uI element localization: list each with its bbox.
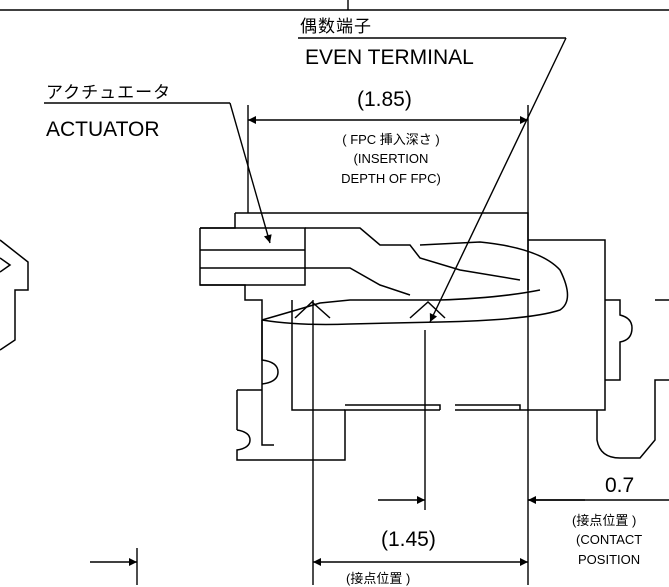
left-partial-view [0,239,29,351]
actuator-en-label: ACTUATOR [46,118,160,141]
even-terminal-en-label: EVEN TERMINAL [305,46,474,69]
insertion-depth-jp-label: ( FPC 挿入深さ ) [342,132,440,147]
actuator-leader [229,102,272,244]
dimension-185-label: (1.85) [357,88,412,111]
even-terminal-shape [261,241,569,326]
even-terminal-jp-label: 偶数端子 [300,17,372,37]
actuator-jp-label: アクチュエータ [46,83,172,103]
insertion-depth-en-label-2: DEPTH OF FPC) [341,171,441,186]
even-terminal-leader [429,37,567,323]
actuator-shape [200,227,521,296]
housing-outline [199,212,669,461]
dimension-07-label: 0.7 [605,474,635,497]
contact-position-en-label-right-1: (CONTACT [576,532,643,547]
contact-position-jp-label-bottom: (接点位置 ) [346,571,411,586]
contact-position-en-label-right-2: POSITION [578,552,641,567]
contact-position-jp-label-right: (接点位置 ) [572,513,637,528]
insertion-depth-en-label-1: (INSERTION [353,151,429,166]
dimension-145-label: (1.45) [381,528,436,551]
